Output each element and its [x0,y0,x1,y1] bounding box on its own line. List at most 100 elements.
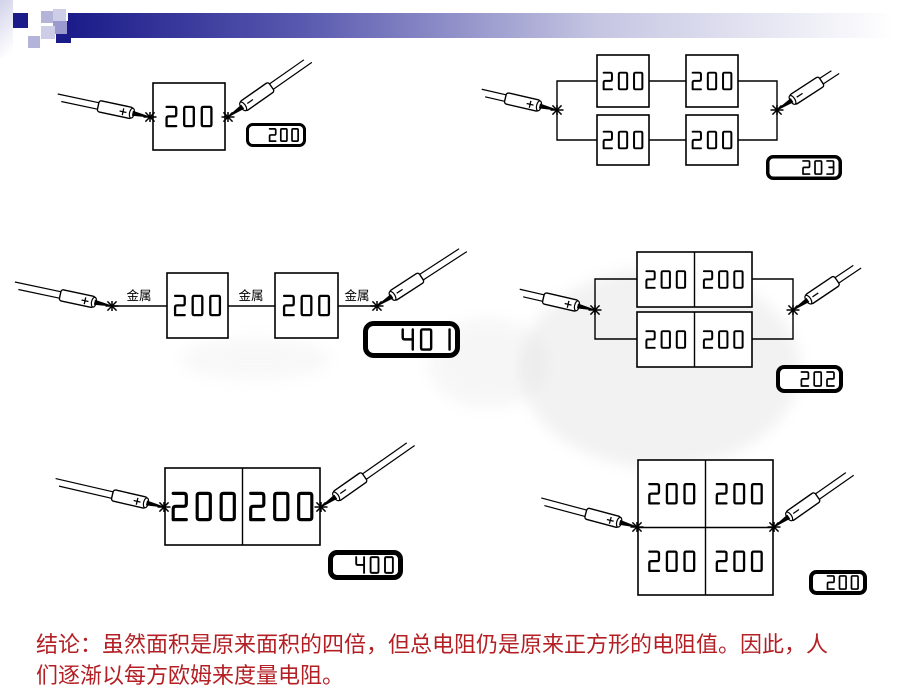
diagram-single-square [57,59,313,151]
probe-tip [618,519,637,528]
multimeter-display [363,321,460,358]
probe-tip [774,514,791,527]
seven-seg-value [715,482,763,505]
seven-seg-value [715,550,763,573]
title-bar [68,13,920,38]
multimeter-display [246,123,306,147]
probe-tip [228,104,245,117]
seven-seg-value [645,330,687,349]
plus-sign [606,516,614,524]
minus-sign [812,292,819,298]
wire-label: 金属 [344,288,369,303]
multimeter-display [776,365,843,393]
minus-sign [792,508,800,515]
probe-tip [145,500,164,508]
seven-seg-value [802,160,835,175]
contact-star [767,521,781,533]
probe-negative [228,59,313,117]
probe-tip [131,110,150,118]
plus-sign [526,100,534,108]
seven-seg-value [645,270,687,289]
probe-negative [774,472,855,527]
diagram-two-dominoes-parallel [519,251,862,393]
probe-positive [57,93,150,120]
resistor-block [685,114,739,166]
seven-seg-value [173,294,222,317]
seven-seg-value [648,482,696,505]
probe-positive [14,281,112,309]
wire [594,278,637,340]
decor-pixel-square [53,21,67,34]
contact-star [550,104,564,116]
contact-star [370,300,384,312]
contact-star [157,501,171,513]
decor-pixel-square [41,26,55,39]
seven-seg-value [171,491,236,522]
seven-seg-value [800,371,835,387]
wire [752,278,794,340]
seven-seg-value [282,294,331,317]
plus-sign [564,300,572,308]
decor-pixel-square [53,9,66,21]
resistor-block [637,459,774,596]
conclusion-text: 结论：虽然面积是原来面积的四倍，但总电阻仍是原来正方形的电阻值。因此，人们逐渐以… [36,632,829,688]
seven-seg-value [648,550,696,573]
decor-left-strip [0,0,13,58]
probe-tip [777,98,794,110]
diagram-two-squares-series: 金属 金属 金属 [14,248,468,358]
resistor-block [685,54,739,108]
contact-star [221,111,235,123]
resistor-block [636,311,753,368]
seven-seg-value [602,71,644,91]
resistor-block [596,54,650,108]
contact-star [143,111,157,123]
probe-negative [321,442,415,507]
probe-positive [55,478,164,509]
probe-negative [377,248,468,306]
probe-tip [377,294,394,306]
contact-star [314,501,328,513]
seven-seg-value [691,71,733,91]
diagram-domino-two-squares [55,442,415,580]
diagram-grid-four-squares [541,459,867,596]
wire-label: 金属 [238,288,263,303]
probe-tip [93,299,112,307]
probe-tip [321,494,338,507]
decor-pixel-square [28,36,40,48]
resistor-block [164,467,321,546]
contact-star [630,521,644,533]
probe-tip [576,303,595,311]
resistor-block [274,272,339,339]
seven-seg-value [355,556,394,574]
watermark-blob-lower [180,338,330,380]
minus-sign [246,98,254,105]
contact-star [770,104,784,116]
diagram-four-squares-series-parallel [481,54,842,180]
probe-tip [538,103,557,111]
seven-seg-value [691,130,733,150]
probe-negative [777,70,840,110]
decor-pixel-square [41,11,54,23]
contact-star [105,300,119,312]
resistor-block [166,272,229,339]
probe-positive [541,497,637,528]
resistor-block [636,251,753,308]
probe-positive [519,288,595,312]
multimeter-display [766,155,842,180]
seven-seg-value [268,128,299,142]
seven-seg-value [602,130,644,150]
minus-sign [396,288,403,294]
plus-sign [81,297,89,305]
seven-seg-value [826,575,859,590]
wire-label: 金属 [126,288,151,303]
contact-star [786,304,800,316]
multimeter-display [328,550,403,580]
minus-sign [796,92,803,98]
seven-seg-value [401,328,451,351]
minus-sign [339,488,347,495]
probe-negative [793,264,862,310]
seven-seg-value [249,491,314,522]
plus-sign [133,497,141,505]
